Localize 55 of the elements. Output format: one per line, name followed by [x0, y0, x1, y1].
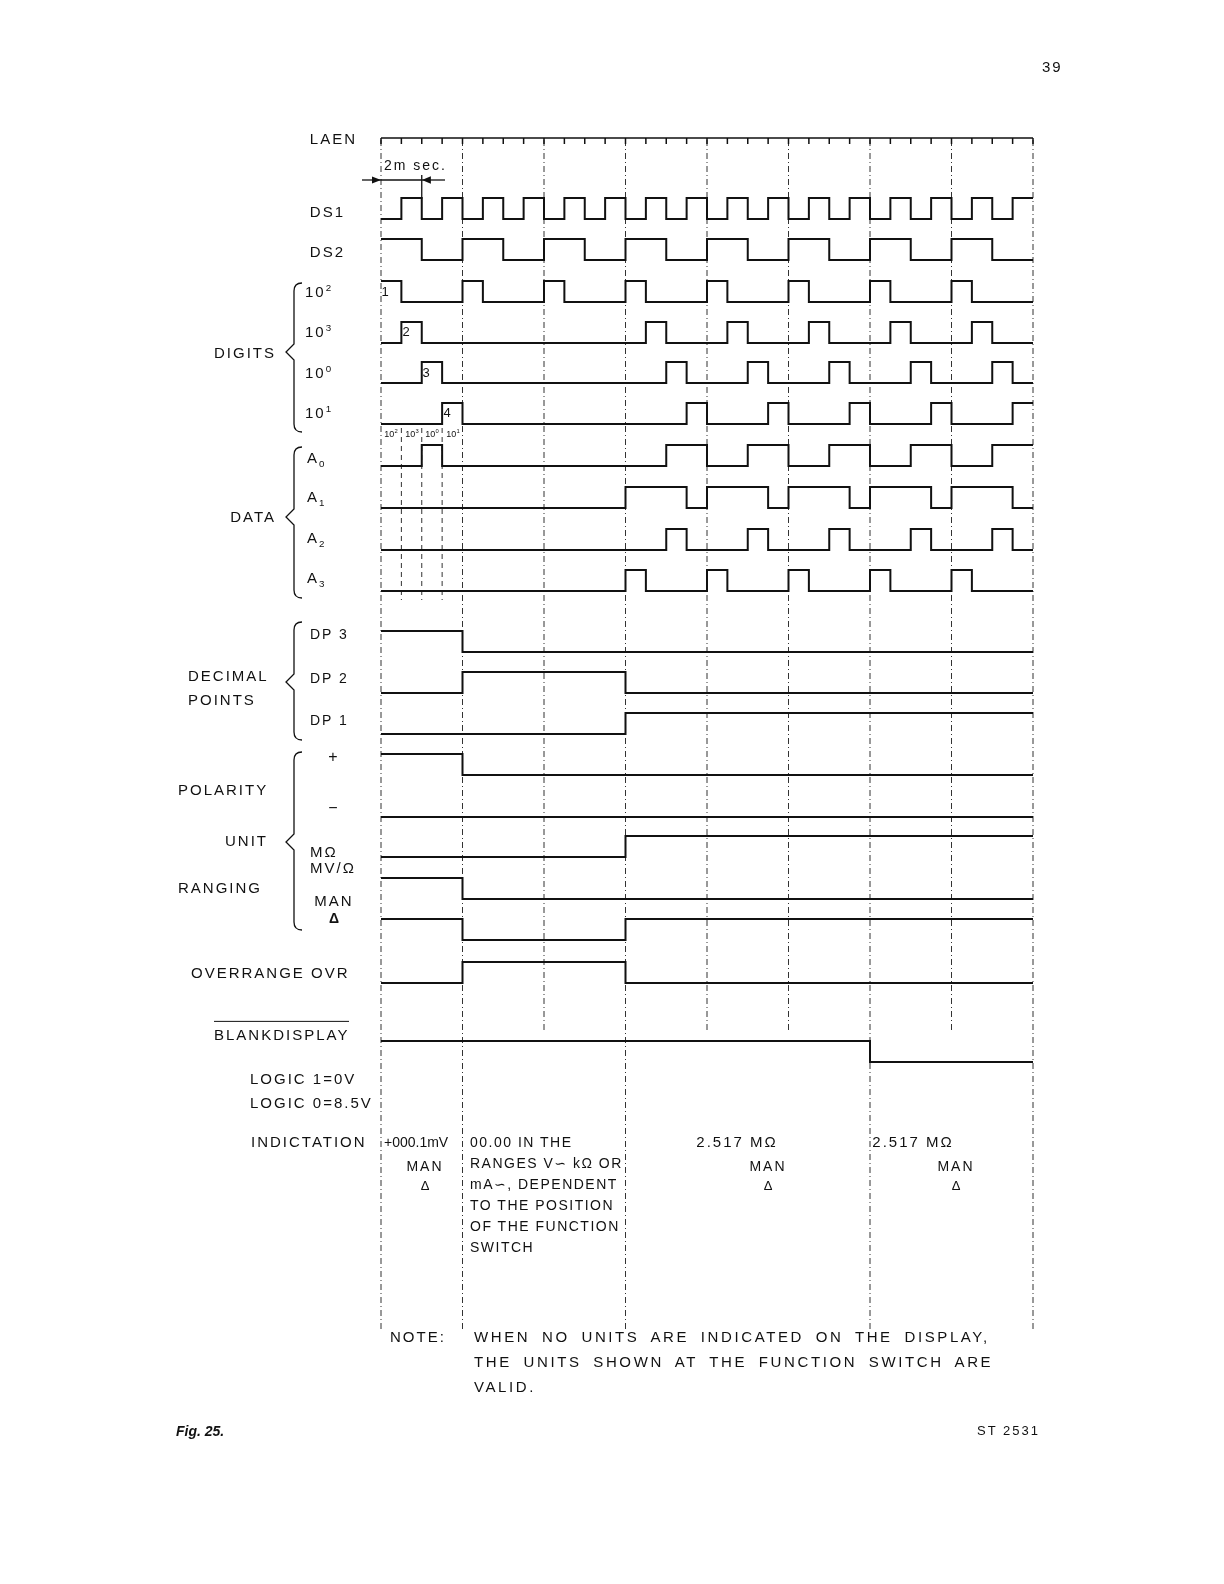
pulse-number: 1 — [381, 284, 391, 300]
indication-value: Δ — [420, 1178, 430, 1194]
signal-name: MΩ — [310, 843, 338, 861]
indication-value: MAN — [937, 1157, 975, 1175]
group-label: RANGING — [178, 879, 262, 897]
signal-name: OVERRANGE OVR — [191, 964, 350, 982]
signal-name: INDICTATION — [251, 1133, 367, 1151]
signal-name: BLANKDISPLAY — [214, 1020, 350, 1044]
signal-name: MV/Ω — [310, 859, 356, 877]
dimension-label: 2m sec. — [384, 156, 447, 174]
signal-name: LAEN — [309, 130, 357, 148]
signal-name: A$_{2}$ — [307, 528, 327, 550]
logic-level-note: LOGIC 1=0V — [250, 1070, 357, 1088]
indication-text: 00.00 IN THE RANGES V∽ kΩ OR mA∽, DEPENDENT TO THE POSITION OF THE FUNCTION SWITCH — [470, 1133, 624, 1257]
indication-value: Δ — [763, 1178, 773, 1194]
signal-name: A$_{3}$ — [307, 568, 327, 590]
indication-value: MAN — [406, 1157, 444, 1175]
slot-label: 10$^{2}$ — [384, 428, 398, 440]
group-label: POLARITY — [178, 781, 269, 799]
signal-name: − — [328, 798, 340, 818]
slot-label: 10$^{3}$ — [405, 428, 419, 440]
indication-value: +000.1mV — [384, 1133, 449, 1151]
pulse-number: 4 — [443, 405, 453, 421]
signal-name: 10$^{2}$ — [305, 281, 334, 301]
note-text: WHEN NO UNITS ARE INDICATED ON THE DISPLAY, THE UNITS SHOWN AT THE FUNCTION SWITCH ARE VALID. — [474, 1327, 995, 1397]
signal-name: 10$^{1}$ — [305, 402, 334, 422]
drawing-number: ST 2531 — [977, 1423, 1040, 1439]
indication-value: MAN — [749, 1157, 787, 1175]
signal-name: DP 1 — [310, 711, 349, 729]
slot-label: 10$^{0}$ — [425, 428, 439, 440]
group-label: DATA — [230, 508, 276, 526]
signal-name: DP 3 — [310, 625, 349, 643]
signal-name: MAN — [314, 892, 354, 910]
indication-value: 2.517 MΩ — [872, 1133, 954, 1151]
signal-name: A$_{0}$ — [307, 448, 327, 470]
indication-value: 2.517 MΩ — [696, 1133, 778, 1151]
logic-level-note: LOGIC 0=8.5V — [250, 1094, 373, 1112]
signal-name: Δ — [328, 909, 340, 927]
signal-name: + — [328, 747, 340, 767]
signal-name: DS2 — [309, 243, 345, 261]
pulse-number: 2 — [402, 324, 412, 340]
signal-name: 10$^{3}$ — [305, 321, 334, 341]
figure-caption: Fig. 25. — [176, 1422, 225, 1440]
signal-name: DS1 — [309, 203, 345, 221]
page-number: 39 — [1042, 58, 1063, 76]
note-label: NOTE: — [390, 1328, 446, 1346]
signal-name: DP 2 — [310, 669, 349, 687]
signal-name: 10$^{0}$ — [305, 362, 334, 382]
slot-label: 10$^{1}$ — [446, 428, 460, 440]
pulse-number: 3 — [422, 365, 432, 381]
group-label: DIGITS — [214, 344, 276, 362]
group-label: DECIMAL POINTS — [188, 666, 270, 710]
signal-name: A$_{1}$ — [307, 487, 327, 509]
group-label: UNIT — [225, 832, 268, 850]
indication-value: Δ — [951, 1178, 961, 1194]
